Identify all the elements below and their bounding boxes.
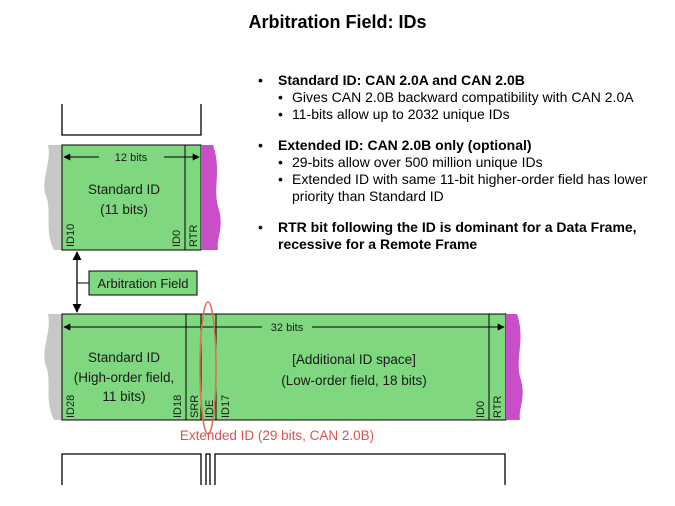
sub-bullet-backward-compat: Gives CAN 2.0B backward compatibility wi…	[258, 89, 668, 106]
bullet-group-standard: Standard ID: CAN 2.0A and CAN 2.0B Gives…	[258, 72, 668, 123]
bullet-group-extended: Extended ID: CAN 2.0B only (optional) 29…	[258, 137, 668, 205]
standard-span-label: 12 bits	[115, 152, 148, 164]
arbitration-connector: Arbitration Field	[72, 251, 198, 313]
extended-srr-label: SRR	[189, 395, 201, 418]
sub-bullet-500-million: 29-bits allow over 500 million unique ID…	[258, 154, 668, 171]
standard-rtr-label: RTR	[188, 225, 200, 247]
bullet-extended-id: Extended ID: CAN 2.0B only (optional)	[258, 137, 668, 154]
extended-grey-lead	[44, 314, 62, 420]
page-title: Arbitration Field: IDs	[248, 12, 427, 32]
extended-frame: 32 bits Standard ID (High-order field, 1…	[44, 301, 523, 443]
standard-id10-label: ID10	[65, 224, 77, 247]
standard-id-name: Standard ID	[88, 182, 160, 197]
extended-additional-name: [Additional ID space]	[292, 352, 416, 367]
extended-id0-label: ID0	[475, 401, 487, 418]
arbitration-field-label: Arbitration Field	[97, 276, 188, 291]
standard-id-bits: (11 bits)	[100, 202, 148, 217]
standard-timing-bracket	[61, 104, 202, 136]
srr-ide-highlight	[199, 301, 217, 435]
bullet-group-rtr: RTR bit following the ID is dominant for…	[258, 219, 668, 253]
extended-id18-label: ID18	[172, 395, 184, 418]
standard-rtr-tail	[201, 145, 221, 250]
bullet-rtr: RTR bit following the ID is dominant for…	[258, 219, 668, 253]
bullet-list: Standard ID: CAN 2.0A and CAN 2.0B Gives…	[258, 72, 668, 267]
standard-grey-lead	[44, 145, 62, 250]
arbitration-field-box	[88, 270, 198, 296]
extended-timing-waveform	[61, 453, 506, 485]
extended-rtr-tail	[506, 314, 523, 420]
extended-id17-label: ID17	[220, 395, 232, 418]
extended-std-line2: (High-order field,	[74, 370, 175, 385]
extended-std-line3: 11 bits)	[102, 389, 145, 404]
extended-id-field	[61, 313, 507, 421]
extended-id-caption: Extended ID (29 bits, CAN 2.0B)	[180, 428, 374, 443]
extended-id28-label: ID28	[65, 395, 77, 418]
extended-additional-line2: (Low-order field, 18 bits)	[281, 373, 427, 388]
standard-id0-label: ID0	[171, 230, 183, 247]
bullet-standard-id: Standard ID: CAN 2.0A and CAN 2.0B	[258, 72, 668, 89]
standard-id-field	[61, 144, 202, 251]
extended-std-name: Standard ID	[88, 350, 160, 365]
sub-bullet-lower-priority: Extended ID with same 11-bit higher-orde…	[258, 171, 668, 205]
extended-rtr-label: RTR	[492, 396, 504, 418]
extended-span-label: 32 bits	[271, 322, 304, 334]
sub-bullet-2032-ids: 11-bits allow up to 2032 unique IDs	[258, 106, 668, 123]
standard-frame: 12 bits Standard ID (11 bits) ID10 ID0 R…	[44, 104, 221, 251]
